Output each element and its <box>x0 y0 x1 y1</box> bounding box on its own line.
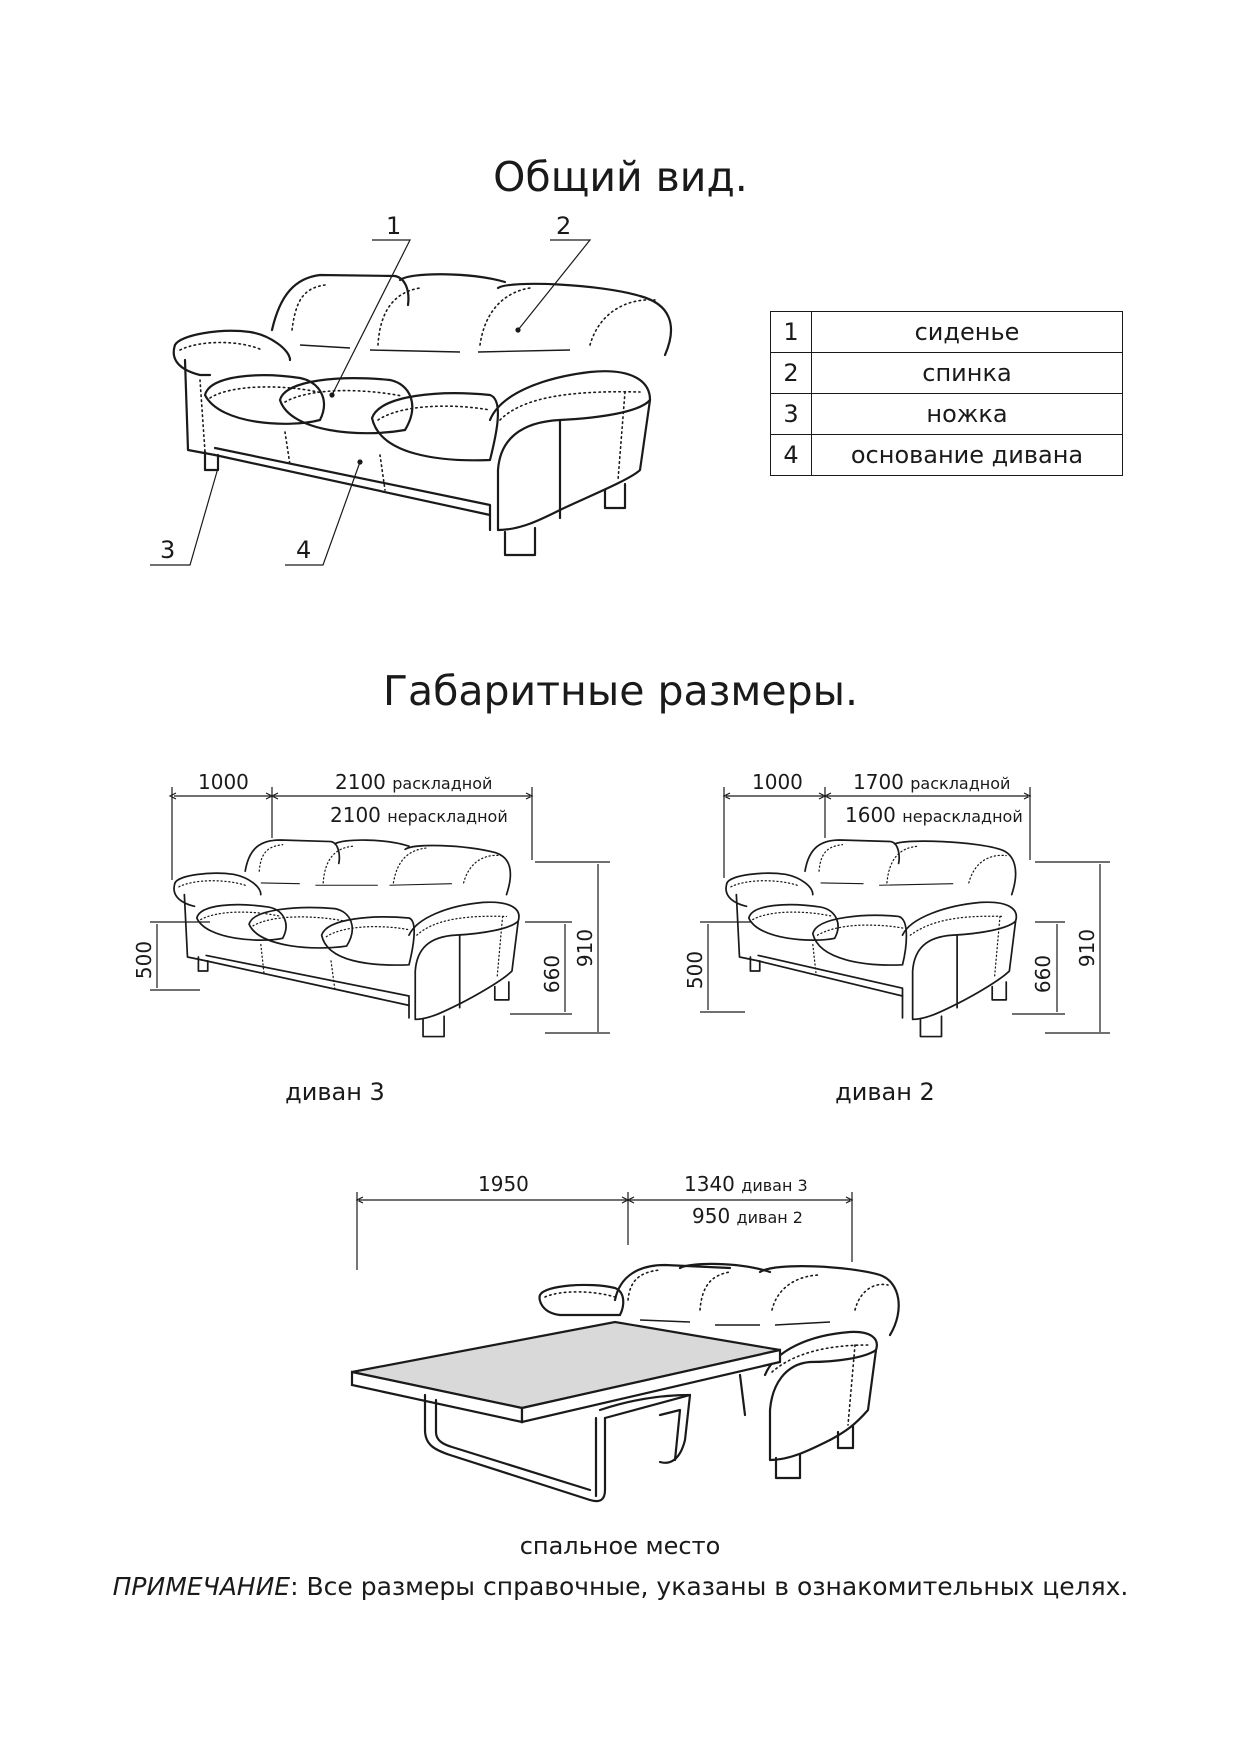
footnote-text: : Все размеры справочные, указаны в озна… <box>290 1572 1129 1601</box>
bed-width-sofa3: 1340 диван 3 <box>684 1172 808 1196</box>
sofa2-dimensions <box>700 787 1110 1034</box>
bed-width3-value: 1340 <box>684 1172 735 1196</box>
legend-num: 1 <box>770 311 812 353</box>
sofa3-width-folded-note: раскладной <box>392 774 493 793</box>
sofa2-width-folded: 1700 раскладной <box>853 770 1010 794</box>
legend-label: сиденье <box>811 311 1123 353</box>
sofa3-width-unfolded-value: 2100 <box>330 803 381 827</box>
legend-label: ножка <box>811 393 1123 435</box>
sofa3-width-folded-value: 2100 <box>335 770 386 794</box>
callout-lines <box>150 239 592 566</box>
footnote: ПРИМЕЧАНИЕ: Все размеры справочные, указ… <box>0 1572 1241 1601</box>
bed-dimensions <box>355 1192 854 1270</box>
sofa2-width-unfolded: 1600 нераскладной <box>845 803 1023 827</box>
sofa2-total-height: 910 <box>1075 928 1100 968</box>
sofa3-width-folded: 2100 раскладной <box>335 770 492 794</box>
sofa3-depth-label: 1000 <box>198 770 249 794</box>
sofa2-width-folded-note: раскладной <box>910 774 1011 793</box>
callout-3: 3 <box>160 536 176 564</box>
sofa3-arm-height: 660 <box>540 954 565 994</box>
bed-length-label: 1950 <box>478 1172 529 1196</box>
main-sofa <box>172 273 673 557</box>
sofa3-caption: диван 3 <box>285 1078 385 1106</box>
bed-caption: спальное место <box>519 1532 721 1560</box>
bed-width2-value: 950 <box>692 1204 731 1228</box>
sofa2-width-unfolded-note: нераскладной <box>902 807 1023 826</box>
footnote-label: ПРИМЕЧАНИЕ <box>112 1572 291 1601</box>
legend-num: 4 <box>770 434 812 476</box>
legend-row: 1 сиденье <box>770 311 1123 353</box>
legend-num: 3 <box>770 393 812 435</box>
sofa3-width-unfolded-note: нераскладной <box>387 807 508 826</box>
sofa2-depth-label: 1000 <box>752 770 803 794</box>
sofa3-width-unfolded: 2100 нераскладной <box>330 803 508 827</box>
legend-row: 3 ножка <box>770 393 1123 435</box>
legend-num: 2 <box>770 352 812 394</box>
sofa3-seat-height: 500 <box>132 940 157 980</box>
dimensions-title: Габаритные размеры. <box>382 667 859 715</box>
legend-row: 2 спинка <box>770 352 1123 394</box>
bed-width-sofa2: 950 диван 2 <box>692 1204 803 1228</box>
sofa2-width-unfolded-value: 1600 <box>845 803 896 827</box>
sofa3-dimensions <box>150 787 610 1034</box>
legend-label: спинка <box>811 352 1123 394</box>
callout-1: 1 <box>386 212 402 240</box>
legend-label: основание дивана <box>811 434 1123 476</box>
callout-4: 4 <box>296 536 312 564</box>
legend-row: 4 основание дивана <box>770 434 1123 476</box>
sofa-bed-drawing <box>350 1262 900 1503</box>
general-view-title: Общий вид. <box>493 153 748 201</box>
callout-2: 2 <box>556 212 572 240</box>
sofa2-caption: диван 2 <box>835 1078 935 1106</box>
sofa2-seat-height: 500 <box>683 950 708 990</box>
sofa2-arm-height: 660 <box>1031 954 1056 994</box>
parts-legend-table: 1 сиденье 2 спинка 3 ножка 4 основание д… <box>770 311 1123 476</box>
bed-width3-note: диван 3 <box>741 1176 808 1195</box>
sofa3-drawing <box>173 839 520 1038</box>
bed-width2-note: диван 2 <box>736 1208 803 1227</box>
sofa3-total-height: 910 <box>573 928 598 968</box>
sofa2-drawing <box>725 839 1018 1038</box>
sofa2-width-folded-value: 1700 <box>853 770 904 794</box>
